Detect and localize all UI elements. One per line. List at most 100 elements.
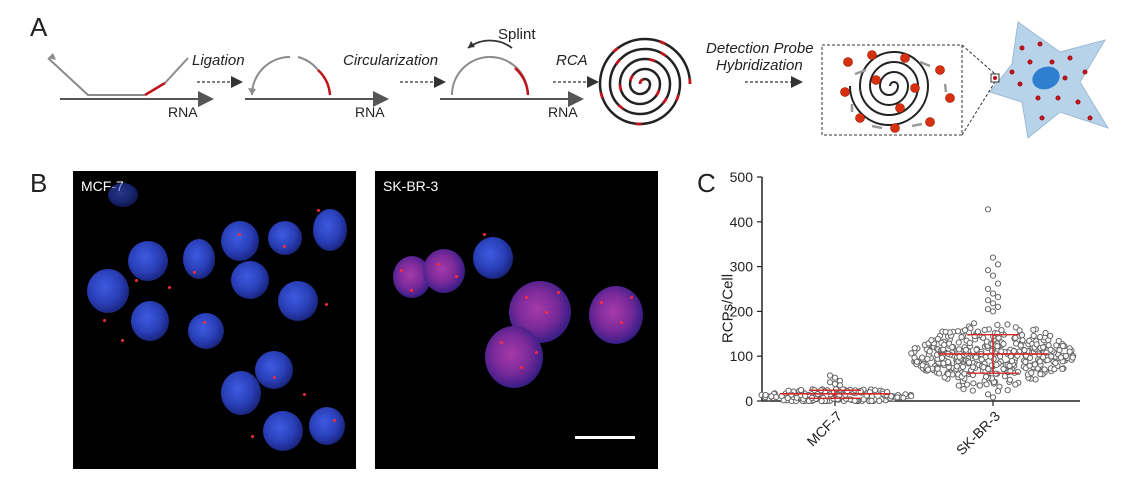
- data-point: [1017, 342, 1024, 349]
- data-point: [818, 397, 825, 405]
- data-point: [1051, 366, 1058, 373]
- outlier-point: [984, 285, 992, 293]
- outlier-point: [831, 374, 839, 381]
- x-tick-label: MCF-7: [804, 408, 846, 450]
- outlier-point: [994, 261, 1002, 268]
- data-point: [945, 358, 952, 366]
- data-point: [1021, 347, 1028, 354]
- data-point: [860, 396, 867, 403]
- data-point: [970, 320, 978, 327]
- splint-diagram: [440, 39, 584, 107]
- data-point: [941, 341, 948, 348]
- rna-label-3: RNA: [548, 104, 578, 120]
- data-point: [1047, 332, 1054, 339]
- data-point: [1055, 337, 1062, 345]
- outlier-point: [989, 272, 997, 279]
- data-point: [969, 387, 976, 394]
- data-point: [1044, 357, 1051, 364]
- y-tick-label: 100: [730, 348, 754, 364]
- data-point: [1042, 329, 1049, 337]
- data-point: [942, 328, 949, 335]
- chart-ylabel: RCPs/Cell: [719, 273, 737, 344]
- data-point: [1069, 354, 1076, 361]
- outlier-point: [989, 300, 997, 307]
- data-point: [1016, 327, 1023, 334]
- data-point: [919, 362, 926, 369]
- data-point: [1000, 340, 1007, 347]
- data-point: [784, 395, 791, 402]
- data-point: [908, 350, 915, 357]
- data-point: [911, 345, 918, 352]
- y-tick-label: 500: [730, 169, 754, 185]
- panel-c-letter: C: [697, 168, 716, 198]
- data-point: [1059, 342, 1066, 350]
- data-point: [978, 356, 985, 363]
- data-point: [959, 363, 966, 370]
- data-point: [1026, 362, 1033, 369]
- circularization-diagram: [245, 56, 389, 107]
- step-label-rca: RCA: [556, 52, 588, 69]
- schematic-svg: [47, 21, 1110, 139]
- outlier-point: [984, 306, 992, 313]
- data-point: [1037, 371, 1044, 378]
- outlier-point: [984, 267, 992, 274]
- data-point: [970, 364, 977, 371]
- data-point: [994, 343, 1001, 350]
- data-point: [797, 386, 805, 394]
- data-point: [894, 394, 901, 401]
- data-point: [1008, 357, 1016, 365]
- outlier-point: [984, 391, 992, 398]
- data-point: [1041, 366, 1048, 373]
- data-point: [945, 370, 952, 378]
- data-point: [934, 365, 941, 372]
- data-point: [788, 391, 795, 398]
- data-point: [1022, 358, 1029, 365]
- data-point: [1012, 381, 1019, 388]
- data-point: [1006, 376, 1013, 383]
- data-point: [1028, 369, 1035, 376]
- data-point: [919, 354, 926, 361]
- outlier-point: [836, 382, 844, 389]
- data-point: [993, 361, 1000, 368]
- data-point: [998, 327, 1005, 334]
- outlier-point: [984, 206, 992, 213]
- data-point: [972, 354, 979, 361]
- data-point: [983, 381, 990, 388]
- data-point: [1040, 344, 1047, 351]
- data-point: [965, 359, 973, 366]
- data-point: [1019, 337, 1026, 344]
- data-point: [960, 386, 967, 393]
- y-tick-label: 300: [730, 259, 754, 275]
- data-point: [970, 380, 977, 387]
- y-tick-label: 0: [745, 393, 753, 409]
- outlier-point: [994, 303, 1002, 310]
- data-point: [953, 363, 960, 370]
- data-point: [925, 366, 932, 373]
- data-point: [844, 388, 851, 395]
- ligation-probe-diagram: [47, 53, 214, 107]
- step-label-detection-2: Hybridization: [716, 57, 803, 74]
- data-point: [981, 326, 988, 334]
- data-point: [938, 354, 946, 361]
- step-label-detection-1: Detection Probe: [706, 40, 814, 57]
- data-point: [949, 344, 956, 351]
- data-point: [974, 328, 981, 335]
- outlier-point: [831, 380, 839, 388]
- data-point: [1033, 341, 1040, 348]
- data-point: [933, 351, 940, 358]
- outlier-point: [989, 308, 997, 315]
- data-point: [1037, 333, 1044, 341]
- data-point: [964, 381, 971, 388]
- data-point: [857, 388, 864, 395]
- splint-label: Splint: [498, 26, 536, 43]
- data-point: [1057, 354, 1065, 361]
- data-point: [985, 365, 992, 373]
- step-label-ligation: Ligation: [192, 52, 245, 69]
- panel-a-letter: A: [30, 12, 48, 42]
- data-point: [1066, 348, 1073, 355]
- data-point: [1004, 321, 1011, 328]
- outlier-point: [994, 294, 1002, 301]
- data-point: [1012, 334, 1019, 341]
- data-point: [1059, 365, 1066, 372]
